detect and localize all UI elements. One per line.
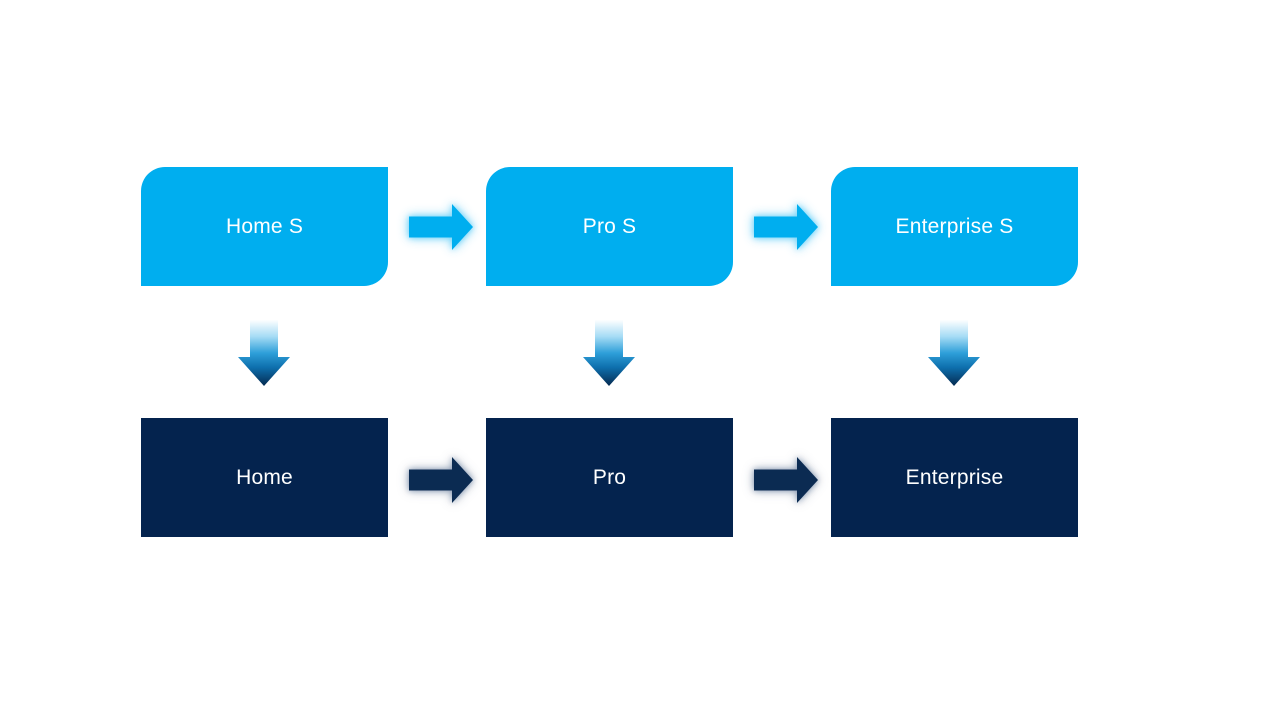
node-label: Home S bbox=[225, 214, 304, 238]
node-pro[interactable]: Pro bbox=[486, 418, 733, 537]
node-pro-s[interactable]: Pro S bbox=[486, 167, 733, 286]
right-arrow-icon[interactable] bbox=[754, 456, 818, 504]
down-arrow-icon[interactable] bbox=[928, 320, 980, 386]
node-label: Pro S bbox=[582, 214, 637, 238]
node-enterprise-s[interactable]: Enterprise S bbox=[831, 167, 1078, 286]
node-home-s[interactable]: Home S bbox=[141, 167, 388, 286]
node-home[interactable]: Home bbox=[141, 418, 388, 537]
node-enterprise[interactable]: Enterprise bbox=[831, 418, 1078, 537]
down-arrow-icon[interactable] bbox=[238, 320, 290, 386]
node-label: Enterprise bbox=[905, 465, 1004, 489]
right-arrow-icon[interactable] bbox=[754, 203, 818, 251]
right-arrow-icon[interactable] bbox=[409, 456, 473, 504]
node-label: Enterprise S bbox=[895, 214, 1014, 238]
node-label: Pro bbox=[592, 465, 627, 489]
right-arrow-icon[interactable] bbox=[409, 203, 473, 251]
down-arrow-icon[interactable] bbox=[583, 320, 635, 386]
node-label: Home bbox=[236, 465, 293, 489]
